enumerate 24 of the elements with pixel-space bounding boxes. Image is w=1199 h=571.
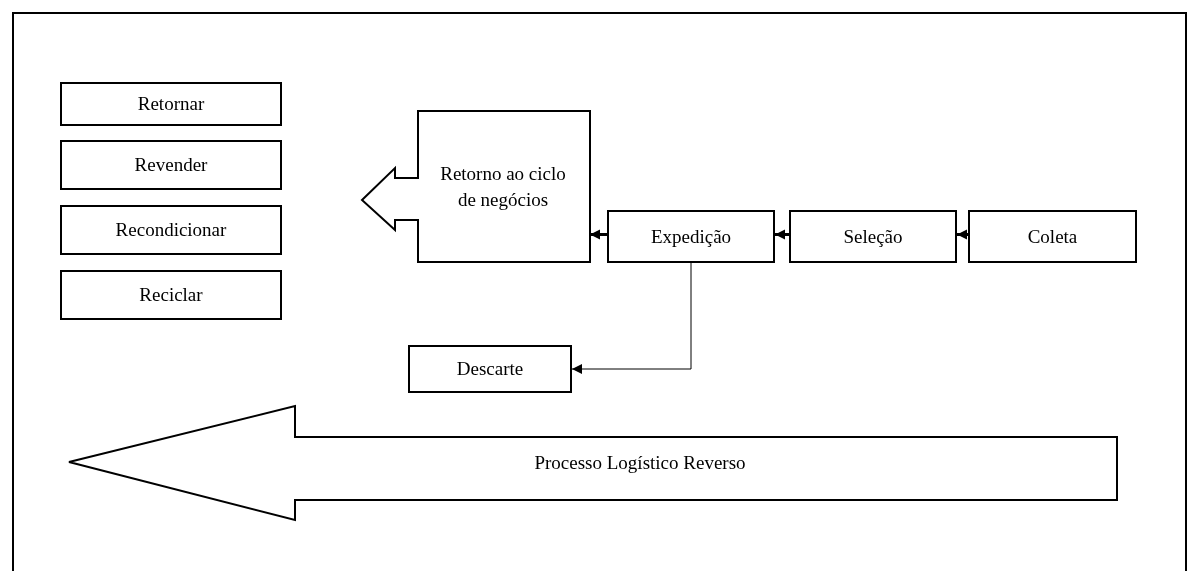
node-label: Descarte (456, 357, 524, 382)
process-box (60, 140, 282, 190)
node-label: Seleção (843, 224, 903, 249)
arrow (775, 229, 789, 240)
arrow (571, 262, 692, 374)
process-box (607, 210, 775, 263)
node-label: Expedição (650, 224, 732, 249)
arrow-shaped-box (361, 110, 591, 263)
process-box (60, 205, 282, 255)
node-label: Reciclar (139, 283, 203, 308)
arrow (957, 229, 968, 240)
process-box (408, 345, 572, 393)
process-arrow (68, 405, 1118, 521)
node-label: Recondicionar (115, 218, 227, 243)
process-box (60, 270, 282, 320)
arrow (590, 229, 607, 240)
node-label: Coleta (1027, 224, 1078, 249)
node-label: Retorno ao ciclo de negócios (439, 161, 567, 212)
node-label: Revender (134, 153, 208, 178)
process-box (60, 82, 282, 126)
node-label: Processo Logístico Reverso (533, 451, 747, 476)
node-label: Retornar (137, 92, 205, 117)
process-box (968, 210, 1137, 263)
process-box (789, 210, 957, 263)
